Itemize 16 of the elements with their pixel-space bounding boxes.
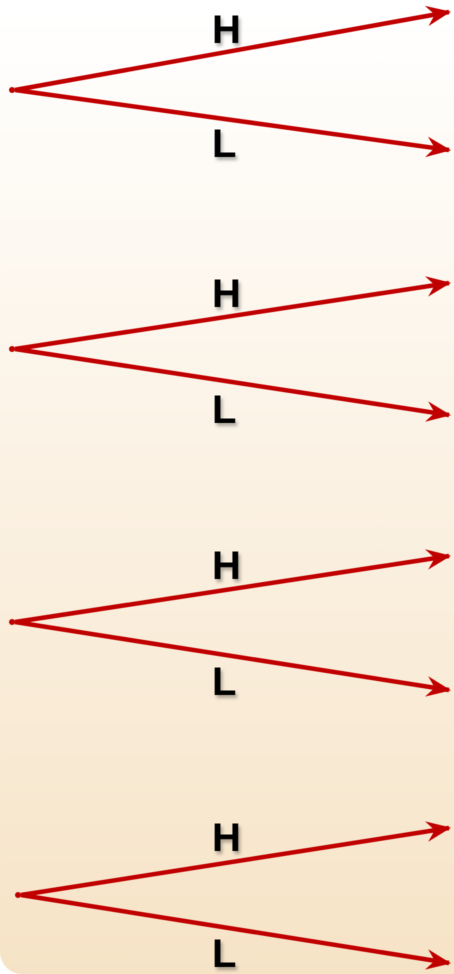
arrow <box>20 821 452 898</box>
arrow <box>14 346 452 422</box>
arrow <box>14 88 452 158</box>
arrow <box>20 892 452 970</box>
edge-label: H <box>212 272 241 316</box>
edge-label: H <box>212 8 241 52</box>
edge-label: H <box>212 544 241 588</box>
arrow <box>14 6 452 92</box>
edge-label: L <box>212 932 236 974</box>
edge-label: H <box>212 816 241 860</box>
edge-label: L <box>212 388 236 432</box>
edge-label: L <box>212 660 236 704</box>
arrow <box>14 620 452 697</box>
arrow <box>14 276 452 352</box>
arrow <box>14 549 452 624</box>
edge-label: L <box>212 122 236 166</box>
